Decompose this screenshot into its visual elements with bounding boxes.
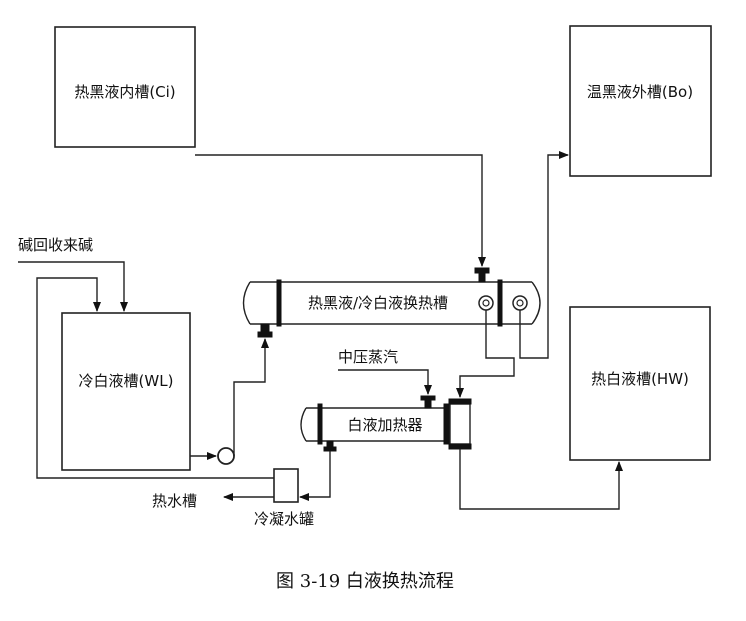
pipe-heater-to-condensate — [299, 451, 331, 501]
white-liquor-heater: 白液加热器 — [300, 395, 472, 452]
heat-exchanger: 热黑液/冷白液换热槽 — [242, 267, 541, 338]
heat-exchanger-label: 热黑液/冷白液换热槽 — [308, 294, 448, 312]
figure-caption: 图 3-19 白液换热流程 — [276, 571, 454, 592]
hot-black-inner-tank: 热黑液内槽(Ci) — [54, 26, 196, 148]
pipe-exchanger-to-heater — [456, 310, 515, 398]
white-liquor-heater-label: 白液加热器 — [347, 416, 422, 434]
pipe-alkali-to-cold-white — [18, 261, 128, 312]
alkali-recovery-label: 碱回收来碱 — [18, 236, 93, 254]
pipe-return-to-cold-white — [36, 277, 274, 479]
pipe-exchanger-to-warm-black — [519, 151, 569, 359]
hot-water-tank-label: 热水槽 — [152, 492, 197, 510]
pipe-steam-to-heater — [338, 369, 432, 395]
condensate-tank: 冷凝水罐 — [254, 468, 314, 528]
condensate-tank-label: 冷凝水罐 — [254, 510, 314, 528]
pump — [217, 447, 235, 465]
warm-black-outer-tank: 温黑液外槽(Bo) — [569, 25, 712, 177]
hot-white-tank: 热白液槽(HW) — [569, 306, 711, 461]
hot-black-inner-tank-label: 热黑液内槽(Ci) — [74, 83, 175, 101]
hot-white-tank-label: 热白液槽(HW) — [591, 370, 689, 388]
medium-steam-label: 中压蒸汽 — [338, 348, 398, 366]
pipe-hot-black-to-exchanger — [195, 154, 486, 267]
cold-white-tank-label: 冷白液槽(WL) — [79, 372, 174, 390]
pipe-pump-to-exchanger — [233, 338, 269, 456]
cold-white-tank: 冷白液槽(WL) — [61, 312, 191, 471]
pipe-heater-to-hot-white — [459, 449, 623, 510]
warm-black-outer-tank-label: 温黑液外槽(Bo) — [587, 83, 693, 101]
